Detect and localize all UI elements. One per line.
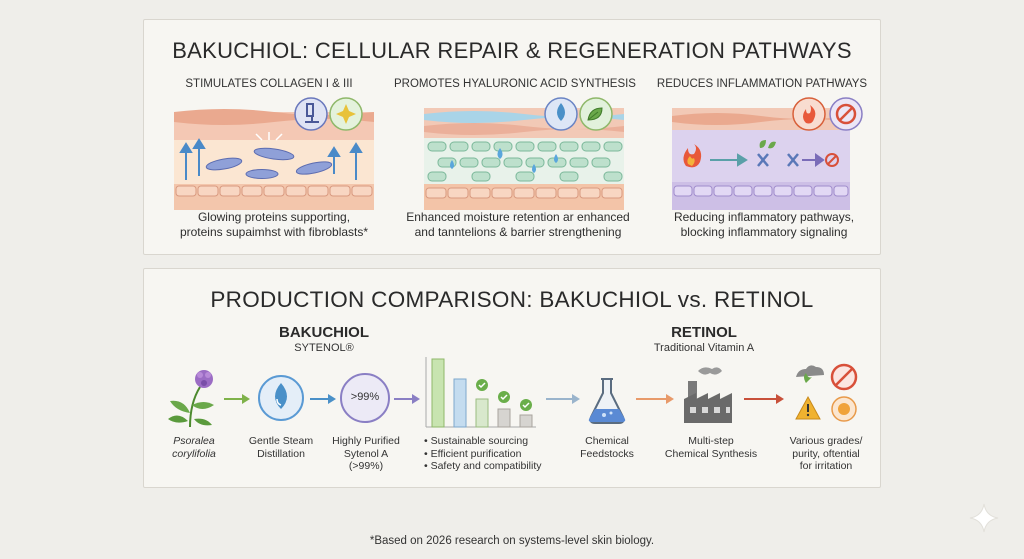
inflammation-heading: REDUCES INFLAMMATION PATHWAYS xyxy=(656,78,868,90)
inflammation-caption-line-1: Reducing inflammatory pathways, xyxy=(673,210,855,224)
plant-label-line-2: corylifolia xyxy=(172,447,216,460)
plant-label-line-1: Psoralea xyxy=(173,435,215,447)
panel-title: BAKUCHIOL: CELLULAR REPAIR & REGENERATIO… xyxy=(172,38,852,63)
water-drop-icon xyxy=(544,97,613,131)
psoralea-plant-icon xyxy=(168,370,214,428)
retinol-subtitle: Traditional Vitamin A xyxy=(653,342,755,354)
retinol-heading: RETINOL xyxy=(671,324,737,341)
distillation-label: Gentle Steam Distillation xyxy=(241,435,321,460)
production-comparison-panel: PRODUCTION COMPARISON: BAKUCHIOL vs. RET… xyxy=(143,268,881,488)
grades-label: Various grades/ purity, oftential for ir… xyxy=(778,435,874,473)
benefit-item: • Efficient purification xyxy=(424,447,522,460)
purified-label: Highly Purified Sytenol A (>99%) xyxy=(324,435,408,473)
synthesis-label-line-2: Chemical Synthesis xyxy=(664,447,758,460)
purified-label-line-2: Sytenol A xyxy=(343,447,389,460)
collagen-caption: Glowing proteins supporting, proteins su… xyxy=(164,210,384,239)
benefits-bar-graphic xyxy=(425,357,536,428)
distillation-label-line-1: Gentle Steam xyxy=(248,435,314,447)
inflammation-caption: Reducing inflammatory pathways, blocking… xyxy=(654,210,874,239)
feedstocks-label: Chemical Feedstocks xyxy=(567,435,647,460)
feedstocks-label-line-2: Feedstocks xyxy=(580,447,634,460)
hyaluronic-skin-illustration xyxy=(424,108,624,210)
hyaluronic-caption: Enhanced moisture retention ar enhanced … xyxy=(388,210,648,239)
chemical-flask-icon xyxy=(588,378,626,424)
purity-badge: >99% xyxy=(340,373,390,423)
footnote: *Based on 2026 research on systems-level… xyxy=(369,535,655,547)
collagen-caption-line-1: Glowing proteins supporting, xyxy=(197,210,351,224)
steam-distillation-icon xyxy=(258,375,304,421)
purified-label-line-1: Highly Purified xyxy=(332,435,400,447)
purity-badge-label: >99% xyxy=(350,391,380,403)
synthesis-label-line-1: Multi-step xyxy=(688,435,734,447)
collagen-caption-line-2: proteins supaimhst with fibroblasts* xyxy=(179,224,369,239)
cellular-pathways-panel: BAKUCHIOL: CELLULAR REPAIR & REGENERATIO… xyxy=(143,19,881,255)
irritation-hazards-icon xyxy=(795,363,858,422)
arrow-icon xyxy=(224,394,250,404)
factory-icon xyxy=(684,367,732,423)
arrow-icon xyxy=(546,394,580,404)
collagen-heading: STIMULATES COLLAGEN I & III xyxy=(185,78,353,90)
microscope-icon xyxy=(294,97,363,131)
arrow-icon xyxy=(394,394,420,404)
feedstocks-label-line-1: Chemical xyxy=(585,435,629,447)
hyaluronic-heading: PROMOTES HYALURONIC ACID SYNTHESIS xyxy=(394,78,636,90)
hyaluronic-caption-line-1: Enhanced moisture retention ar enhanced xyxy=(406,210,630,224)
grades-label-line-1: Various grades/ xyxy=(789,435,863,447)
plant-label: Psoralea corylifolia xyxy=(154,435,234,460)
purified-label-line-3: (>99%) xyxy=(348,460,384,472)
comparison-title: PRODUCTION COMPARISON: BAKUCHIOL vs. RET… xyxy=(210,287,814,312)
benefits-list: • Sustainable sourcing • Efficient purif… xyxy=(424,435,541,473)
bakuchiol-heading: BAKUCHIOL xyxy=(279,324,369,341)
hyaluronic-caption-line-2: and tanntelions & barrier strengthening xyxy=(414,224,622,239)
arrow-icon xyxy=(636,394,674,404)
arrow-icon xyxy=(310,394,336,404)
flame-icon xyxy=(792,97,863,131)
grades-label-line-2: purity, oftential xyxy=(792,447,860,460)
arrow-icon xyxy=(744,394,784,404)
benefit-item: • Sustainable sourcing xyxy=(424,435,529,447)
inflammation-caption-line-2: blocking inflammatory signaling xyxy=(680,224,848,239)
grades-label-line-3: for irritation xyxy=(799,460,853,472)
synthesis-label: Multi-step Chemical Synthesis xyxy=(656,435,766,460)
bakuchiol-subtitle: SYTENOL® xyxy=(294,342,354,354)
sparkle-icon xyxy=(969,503,999,533)
inflammation-skin-illustration xyxy=(672,108,850,210)
benefit-item: • Safety and compatibility xyxy=(424,460,542,472)
distillation-label-line-2: Distillation xyxy=(257,447,305,460)
